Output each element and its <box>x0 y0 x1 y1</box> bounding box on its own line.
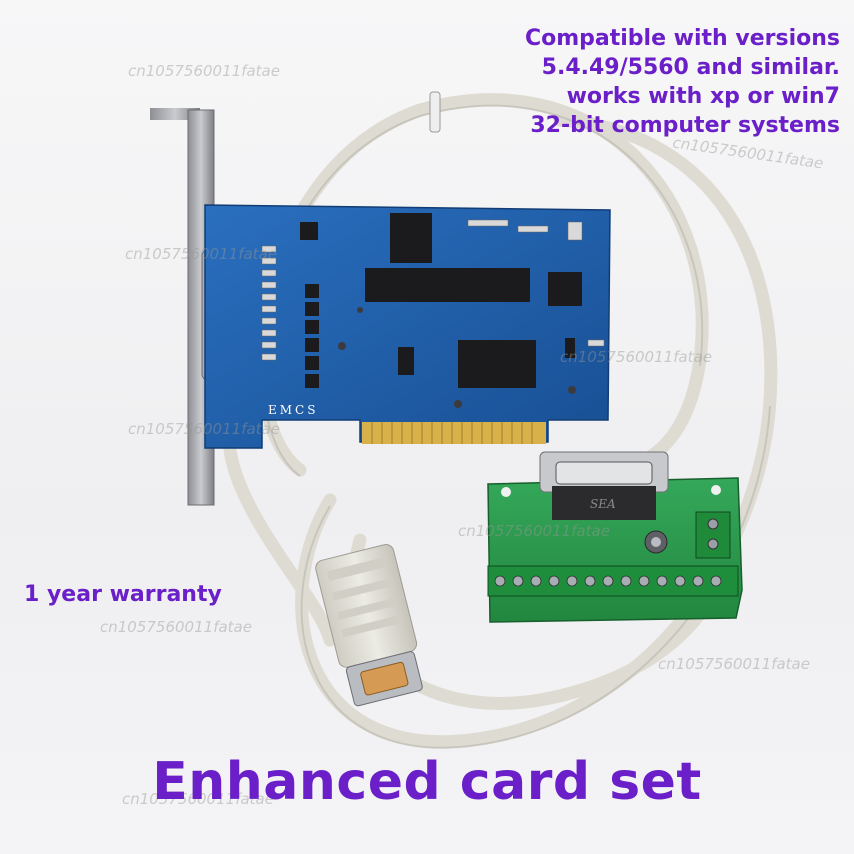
headline: Enhanced card set <box>152 752 702 812</box>
warranty-text: 1 year warranty <box>24 582 222 607</box>
spec-line: 32-bit computer systems <box>530 113 840 138</box>
watermark: cn1057560011fatae <box>560 348 712 366</box>
watermark: cn1057560011fatae <box>128 420 280 438</box>
main-card-label: EMCS <box>268 403 318 417</box>
watermark: cn1057560011fatae <box>100 618 252 636</box>
main-card: EMCS <box>204 204 611 449</box>
breakout-board: SEA <box>487 451 743 623</box>
watermark: cn1057560011fatae <box>658 655 810 673</box>
spec-line: works with xp or win7 <box>566 84 840 109</box>
watermark: cn1057560011fatae <box>122 790 274 808</box>
watermark: cn1057560011fatae <box>458 522 610 540</box>
compatibility-text: Compatible with versions 5.4.49/5560 and… <box>420 24 840 140</box>
db15-plug <box>315 544 423 707</box>
breakout-label: SEA <box>590 497 616 511</box>
cable-tie <box>429 91 441 133</box>
watermark: cn1057560011fatae <box>128 62 280 80</box>
watermark: cn1057560011fatae <box>125 245 277 263</box>
spec-line: Compatible with versions <box>524 26 840 51</box>
spec-line: 5.4.49/5560 and similar. <box>541 55 840 80</box>
